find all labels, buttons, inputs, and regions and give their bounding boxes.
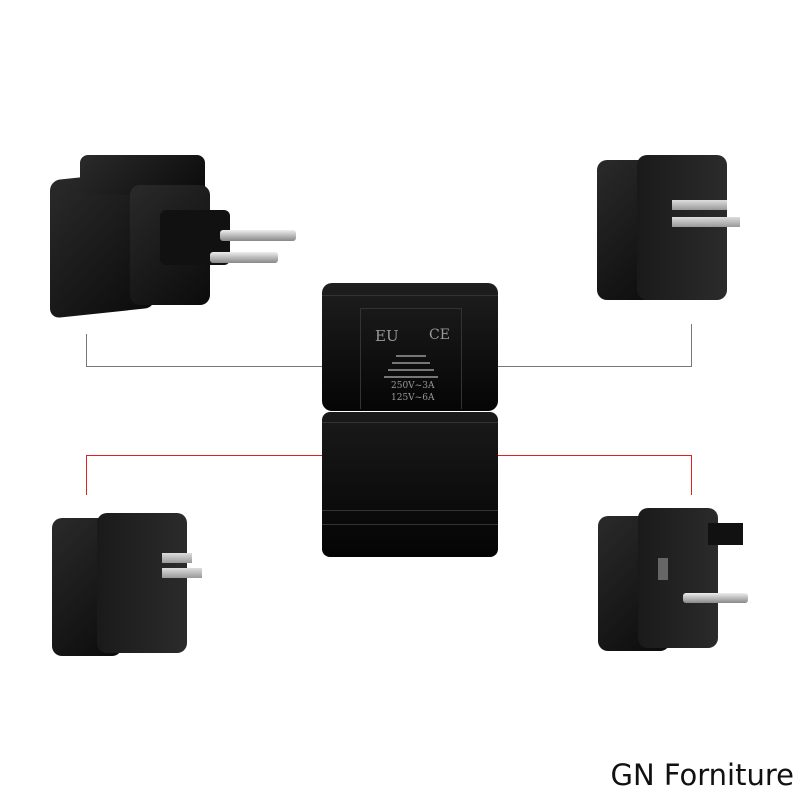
arrow-icon (392, 362, 430, 364)
watermark: GN Forniture (610, 758, 794, 792)
universal-adapter-bottom (322, 412, 498, 557)
rating-text: 125V~6A (391, 393, 435, 403)
region-marking: EU (375, 327, 399, 345)
marking-panel: EU CE 250V~3A 125V~6A (360, 308, 462, 409)
connector-line (86, 455, 87, 495)
connector-line (691, 455, 692, 495)
ce-marking: CE (429, 327, 450, 343)
arrow-icon (384, 376, 438, 378)
connector-line (498, 455, 692, 456)
connector-line (86, 455, 322, 456)
rating-text: 250V~3A (391, 381, 435, 391)
arrow-icon (396, 355, 426, 357)
us-plug-adapter (597, 155, 747, 305)
connector-line (86, 334, 87, 367)
arrow-icon (388, 369, 434, 371)
us-plug-adapter (52, 513, 202, 658)
eu-plug-adapter (50, 155, 296, 319)
connector-line (86, 366, 322, 367)
connector-line (498, 366, 692, 367)
connector-line (691, 324, 692, 367)
uk-plug-adapter (598, 508, 758, 658)
universal-adapter-top: EU CE 250V~3A 125V~6A (322, 283, 498, 411)
